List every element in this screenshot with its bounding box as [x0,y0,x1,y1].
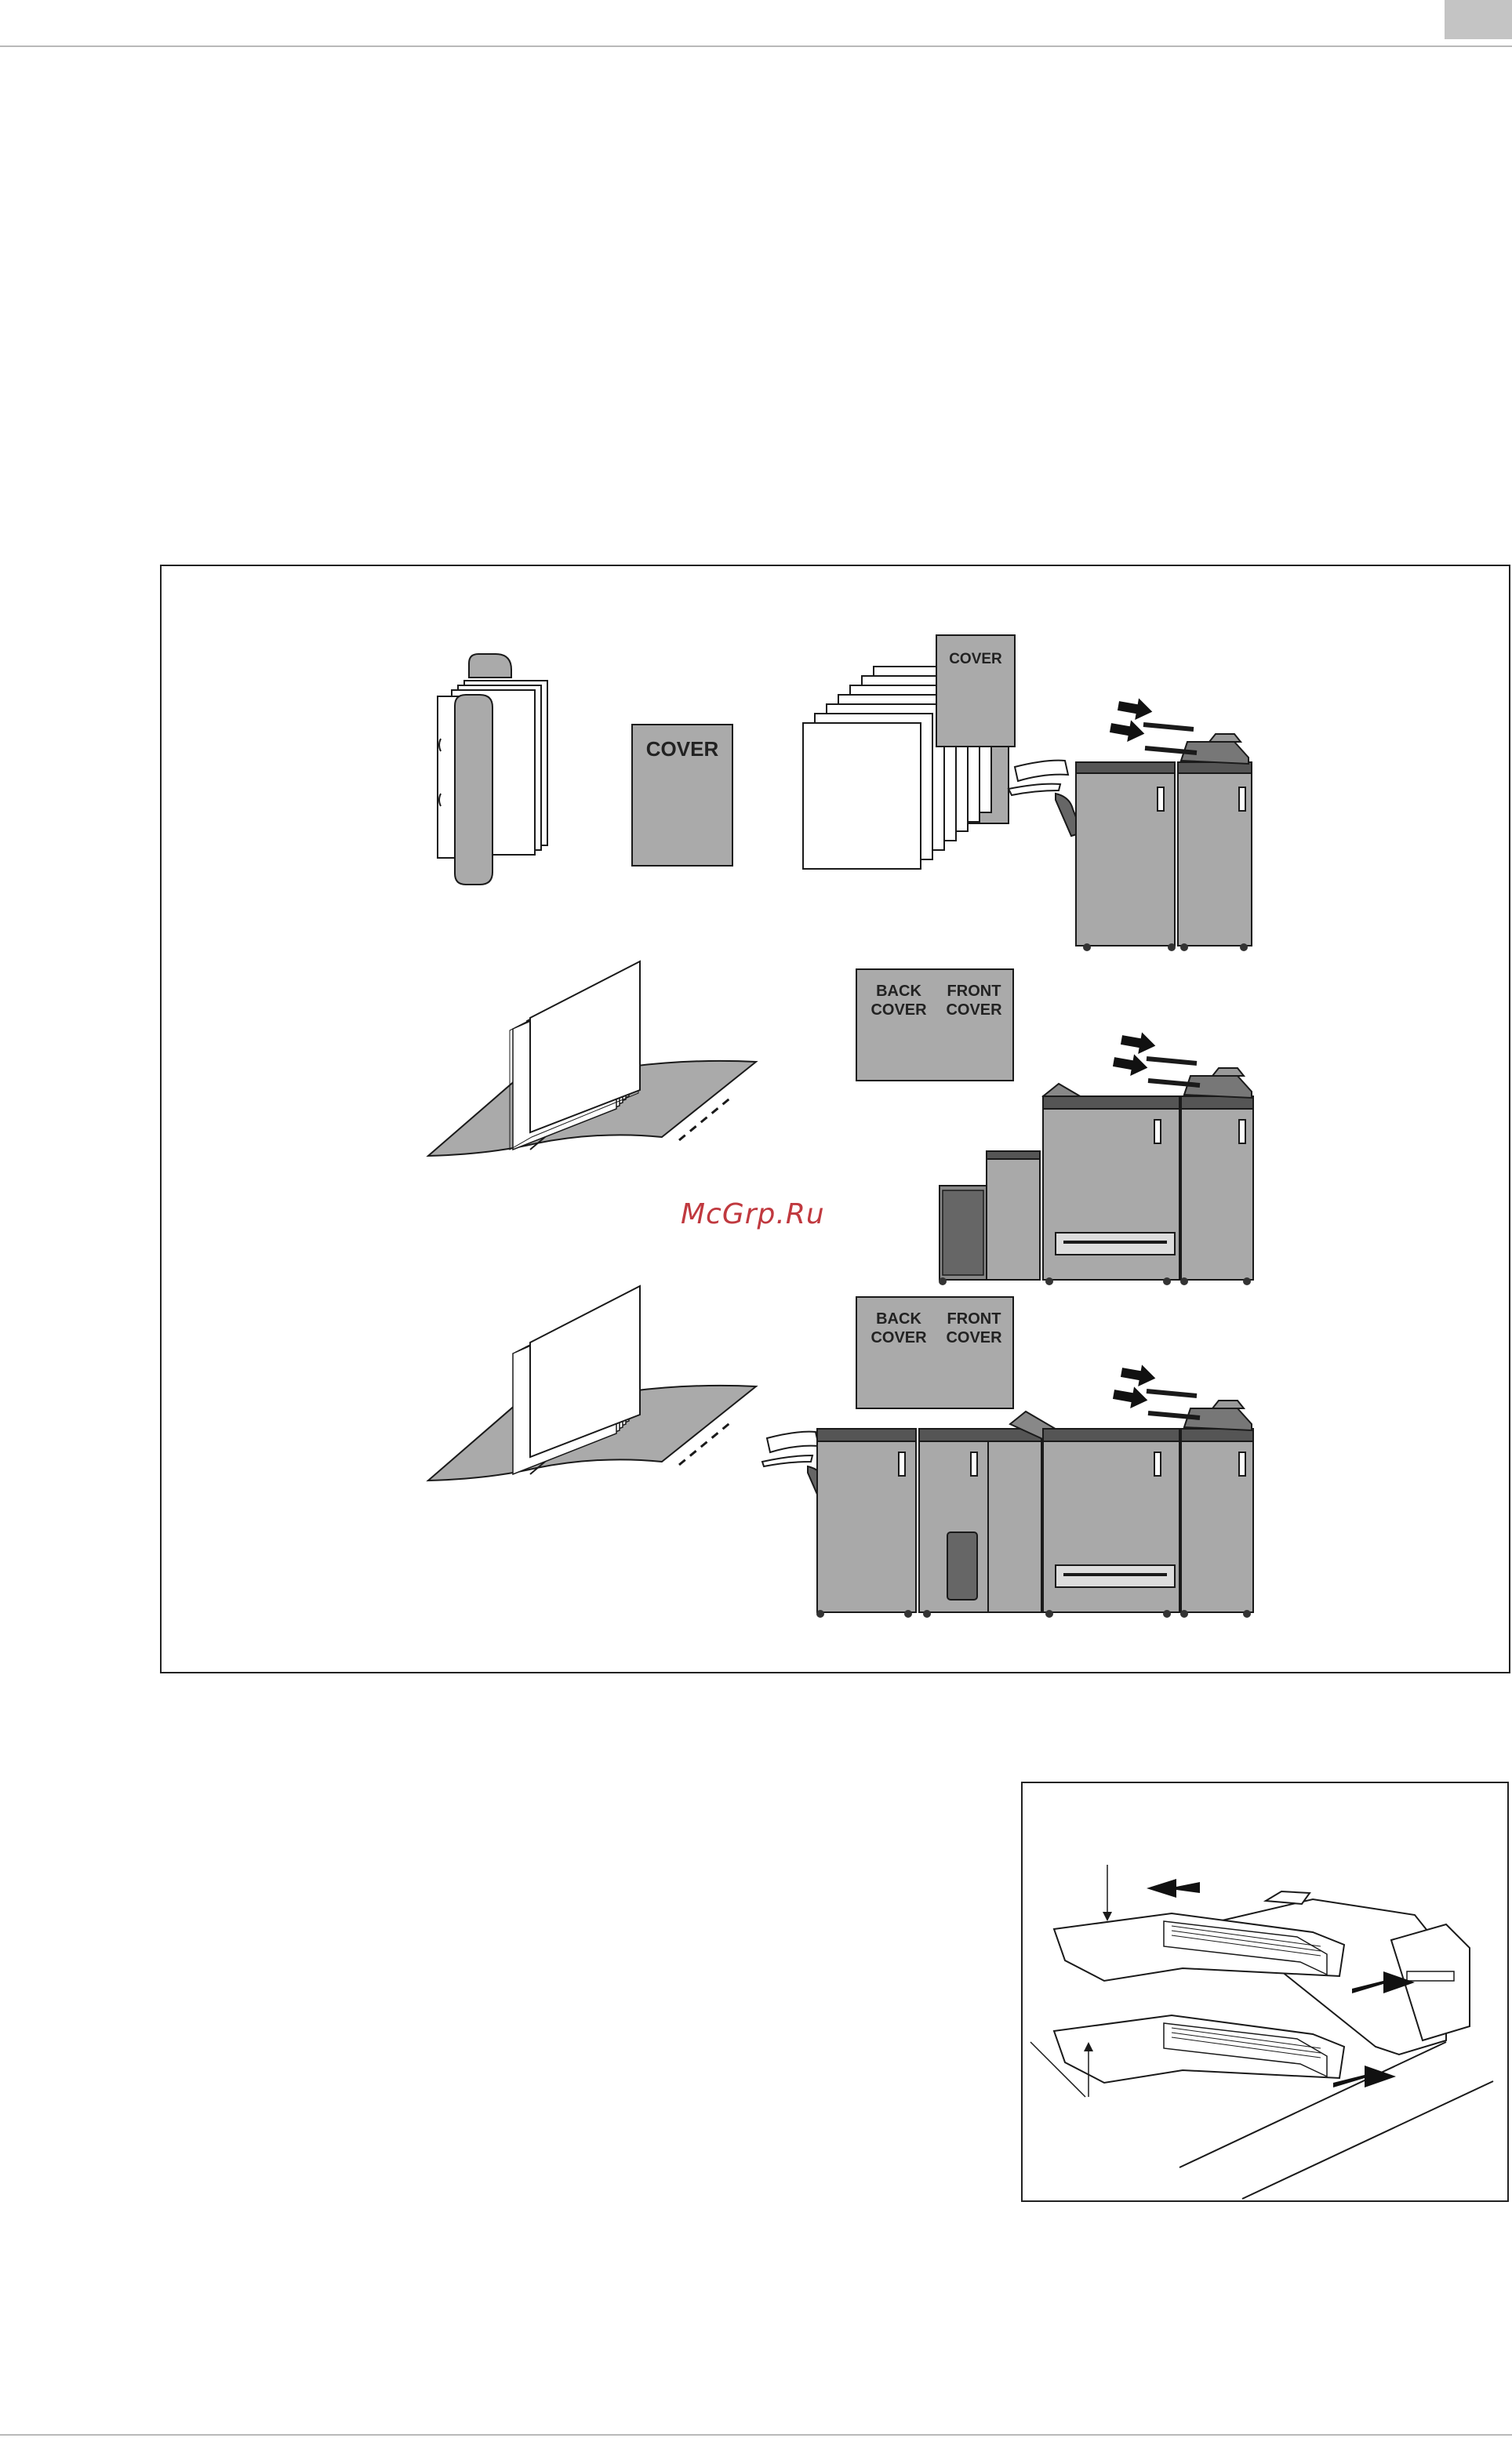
post-inserter-figure [1021,1782,1509,2202]
cover-sheet-label: COVER [949,651,1002,667]
cover-sheet-icon: COVER [936,635,1015,747]
saddle-stitched-booklet-icon-2 [428,1286,756,1481]
watermark: McGrp.Ru [681,1198,853,1237]
bound-document-icon [438,654,547,885]
saddle-stitched-booklet-icon-1 [428,961,756,1156]
cover-stack-label: COVER [646,737,719,761]
header-rule [0,45,1512,47]
page-tab [1445,0,1512,39]
footer-rule [0,2434,1512,2436]
copier-with-finisher-1 [1009,695,1252,951]
cover-mode-figure: COVER COVER [160,565,1510,1673]
